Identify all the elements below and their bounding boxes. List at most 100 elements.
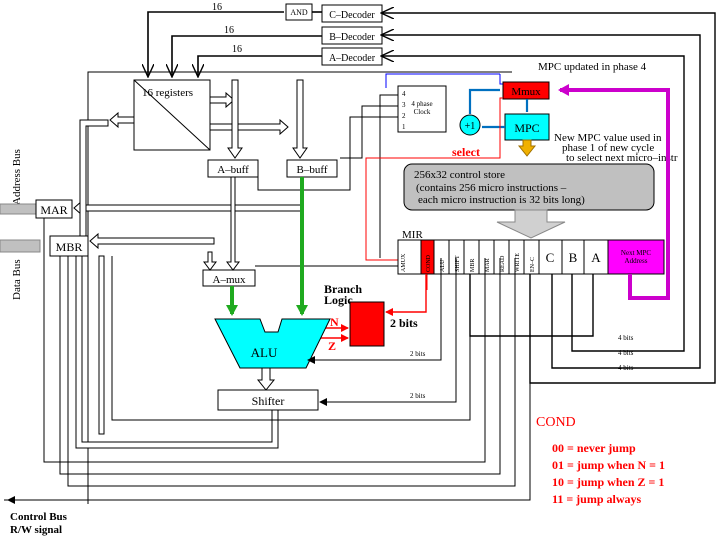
mir-register: AMUX COND ALU SHIFT MBR MAR READ WRITE E… <box>397 239 665 275</box>
clock-title-2: Clock <box>414 108 431 116</box>
new-mpc-note-3: to select next micro–instr <box>566 152 678 164</box>
clock-phase-3: 3 <box>402 101 406 109</box>
c-decoder: C–Decoder <box>321 4 383 23</box>
clock-phase-1: 1 <box>402 123 406 131</box>
four-bits-label-1: 4 bits <box>618 334 634 342</box>
four-phase-clock: 4 phase Clock 4 3 2 1 <box>397 85 447 133</box>
alu-input-paths <box>226 177 308 316</box>
clock-lines <box>257 94 398 258</box>
four-bits-label-3: 4 bits <box>618 364 634 372</box>
cond-legend-title: COND <box>536 415 576 430</box>
store-to-mir-arrow <box>496 209 566 239</box>
mpc-updated-note: MPC updated in phase 4 <box>538 61 647 73</box>
b-decoder: B–Decoder <box>321 26 383 45</box>
b-decoder-label: B–Decoder <box>329 32 375 43</box>
a-decoder: A–Decoder <box>321 47 383 66</box>
alu-bits-label: 2 bits <box>410 350 426 358</box>
control-lines <box>4 218 531 504</box>
and-gate-label: AND <box>290 8 308 17</box>
branch-logic-label-2: Logic <box>324 293 353 307</box>
branch-logic <box>349 301 385 347</box>
clock-title-1: 4 phase <box>411 100 432 108</box>
mbr-register: MBR <box>49 235 89 257</box>
control-store: 256x32 control store (contains 256 micro… <box>403 163 655 211</box>
cond-legend-item: 10 = jump when Z = 1 <box>552 475 664 489</box>
mir-field-alu: ALU <box>440 259 446 272</box>
shifter-label: Shifter <box>252 394 285 408</box>
and-gate: AND <box>285 3 313 21</box>
alu-control <box>307 258 442 364</box>
data-bus-bar <box>0 239 41 253</box>
register-bus-arrows <box>109 79 308 159</box>
mir-field-enc: EN–C <box>530 257 536 272</box>
mir-next-mpc-1: Next MPC <box>621 249 651 257</box>
register-file-label: 16 registers <box>142 87 193 99</box>
clock-phase4-line <box>385 73 500 88</box>
datapath-frame <box>87 71 512 504</box>
mpc-register: MPC <box>504 113 550 141</box>
mir-field-mbr: MBR <box>470 259 476 272</box>
shift-control <box>319 258 457 406</box>
incrementer: +1 <box>459 114 481 136</box>
a-mux: A–mux <box>202 269 256 287</box>
select-label: select <box>452 145 480 159</box>
branch-bits-label: 2 bits <box>390 316 418 330</box>
mir-field-b: B <box>569 250 578 265</box>
mpc-to-store-arrow <box>517 139 537 157</box>
alu-to-shifter <box>256 367 276 391</box>
mmux: Mmux <box>502 81 550 100</box>
mir-field-amux: AMUX <box>401 253 407 272</box>
data-bus-label: Data Bus <box>11 259 23 300</box>
cond-legend-item: 01 = jump when N = 1 <box>552 458 665 472</box>
mir-field-c: C <box>546 250 555 265</box>
address-bus-bar <box>0 203 37 215</box>
cond-legend: COND 00 = never jump 01 = jump when N = … <box>536 415 665 506</box>
cond-legend-item: 00 = never jump <box>552 441 636 455</box>
incrementer-label: +1 <box>465 121 476 132</box>
mpc-label: MPC <box>514 121 539 135</box>
a-buff-label: A–buff <box>217 164 249 176</box>
mir-field-a: A <box>591 250 601 265</box>
new-mpc-note-2: phase 1 of new cycle <box>562 142 654 154</box>
control-bus-label: Control Bus <box>10 511 68 523</box>
c-decoder-label: C–Decoder <box>329 10 375 21</box>
mpc-path <box>468 88 529 129</box>
bus-width-b: 16 <box>224 25 234 36</box>
cond-legend-item: 11 = jump always <box>552 492 642 506</box>
address-bus-label: Address Bus <box>11 149 23 205</box>
bus-width-c: 16 <box>212 2 222 13</box>
mir-next-mpc-2: Address <box>625 257 648 265</box>
alu-label: ALU <box>251 345 278 360</box>
clock-phase-2: 2 <box>402 112 406 120</box>
clock-phase-4: 4 <box>402 90 406 98</box>
rw-signal-label: R/W signal <box>10 524 62 536</box>
mir-field-cond: COND <box>426 254 432 272</box>
control-store-line-1: 256x32 control store <box>414 169 505 181</box>
decoder-buses <box>148 11 322 76</box>
mar-mbr-buses <box>73 119 303 449</box>
b-buff-label: B–buff <box>297 164 328 176</box>
mmux-label: Mmux <box>511 86 541 98</box>
flag-z-label: Z <box>328 339 336 353</box>
four-bits-label-2: 4 bits <box>618 349 634 357</box>
buffer-to-mux <box>203 176 240 271</box>
bus-width-a: 16 <box>232 44 242 55</box>
next-mpc-feedback <box>558 84 670 300</box>
b-buff: B–buff <box>286 159 338 178</box>
a-mux-label: A–mux <box>213 274 247 286</box>
new-mpc-note-1: New MPC value used in <box>554 132 662 144</box>
mar-label: MAR <box>40 203 67 217</box>
mir-label: MIR <box>402 229 423 241</box>
a-buff: A–buff <box>207 159 259 178</box>
register-file: 16 registers <box>133 79 211 151</box>
mir-field-read: READ <box>500 255 506 272</box>
control-store-line-2: (contains 256 micro instructions – <box>416 182 567 194</box>
cond-to-branch <box>385 274 427 316</box>
mbr-label: MBR <box>56 240 83 254</box>
mar-register: MAR <box>35 199 73 219</box>
flag-n-label: N <box>330 315 339 329</box>
mir-field-shift: SHIFT <box>455 255 461 272</box>
alu: ALU <box>214 318 331 369</box>
branch-logic-label-1: Branch <box>324 282 362 296</box>
